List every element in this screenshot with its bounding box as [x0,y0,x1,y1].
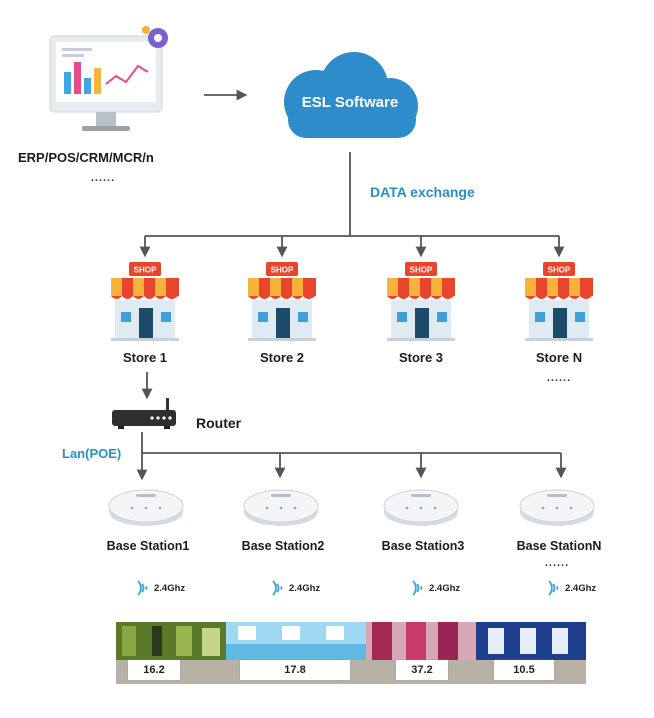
lan-poe-label: Lan(POE) [62,446,122,461]
esl-software-label: ESL Software [301,94,399,111]
base-station-icon [108,489,184,526]
shop-sign-text: SHOP [271,266,294,275]
frequency-label: 2.4Ghz [289,583,321,594]
store-label: Store 3 [398,350,444,365]
base-station-label: Base Station1 [106,539,190,553]
shop-icon: SHOP [525,262,593,341]
base-station-icon [519,489,595,526]
wifi-signal-icon [548,580,559,596]
base-station-icon [383,489,459,526]
base-station-label: Base Station2 [241,539,325,553]
cloud-icon [284,52,418,138]
shop-icon: SHOP [248,262,316,341]
base-station-label: Base StationN [516,539,602,553]
shop-icon: SHOP [387,262,455,341]
computer-monitor-icon [49,26,168,131]
esl-price-tag: 37.2 [396,660,448,680]
store-more-dots: ...... [546,372,572,384]
shop-icon: SHOP [111,262,179,341]
router-icon [112,398,176,429]
base-station-icon [243,489,319,526]
frequency-label: 2.4Ghz [429,583,461,594]
wifi-signal-icon [272,580,283,596]
data-exchange-label: DATA exchange [370,184,475,200]
esl-price-tag: 16.2 [128,660,180,680]
shop-sign-text: SHOP [548,266,571,275]
base-station-label: Base Station3 [381,539,465,553]
store-label: Store 2 [259,350,305,365]
shop-sign-text: SHOP [134,266,157,275]
source-more-dots: ...... [90,172,116,184]
store-label: Store N [535,350,583,365]
esl-price-tag: 10.5 [494,660,554,680]
shop-sign-text: SHOP [410,266,433,275]
base-station-more-dots: ...... [544,557,570,569]
store-label: Store 1 [122,350,168,365]
frequency-label: 2.4Ghz [565,583,597,594]
router-label: Router [196,415,242,431]
esl-price-tag: 17.8 [240,660,350,680]
shelf-photo [116,622,586,684]
source-systems-label: ERP/POS/CRM/MCR/n [18,150,154,165]
frequency-label: 2.4Ghz [154,583,186,594]
wifi-signal-icon [137,580,148,596]
wifi-signal-icon [412,580,423,596]
